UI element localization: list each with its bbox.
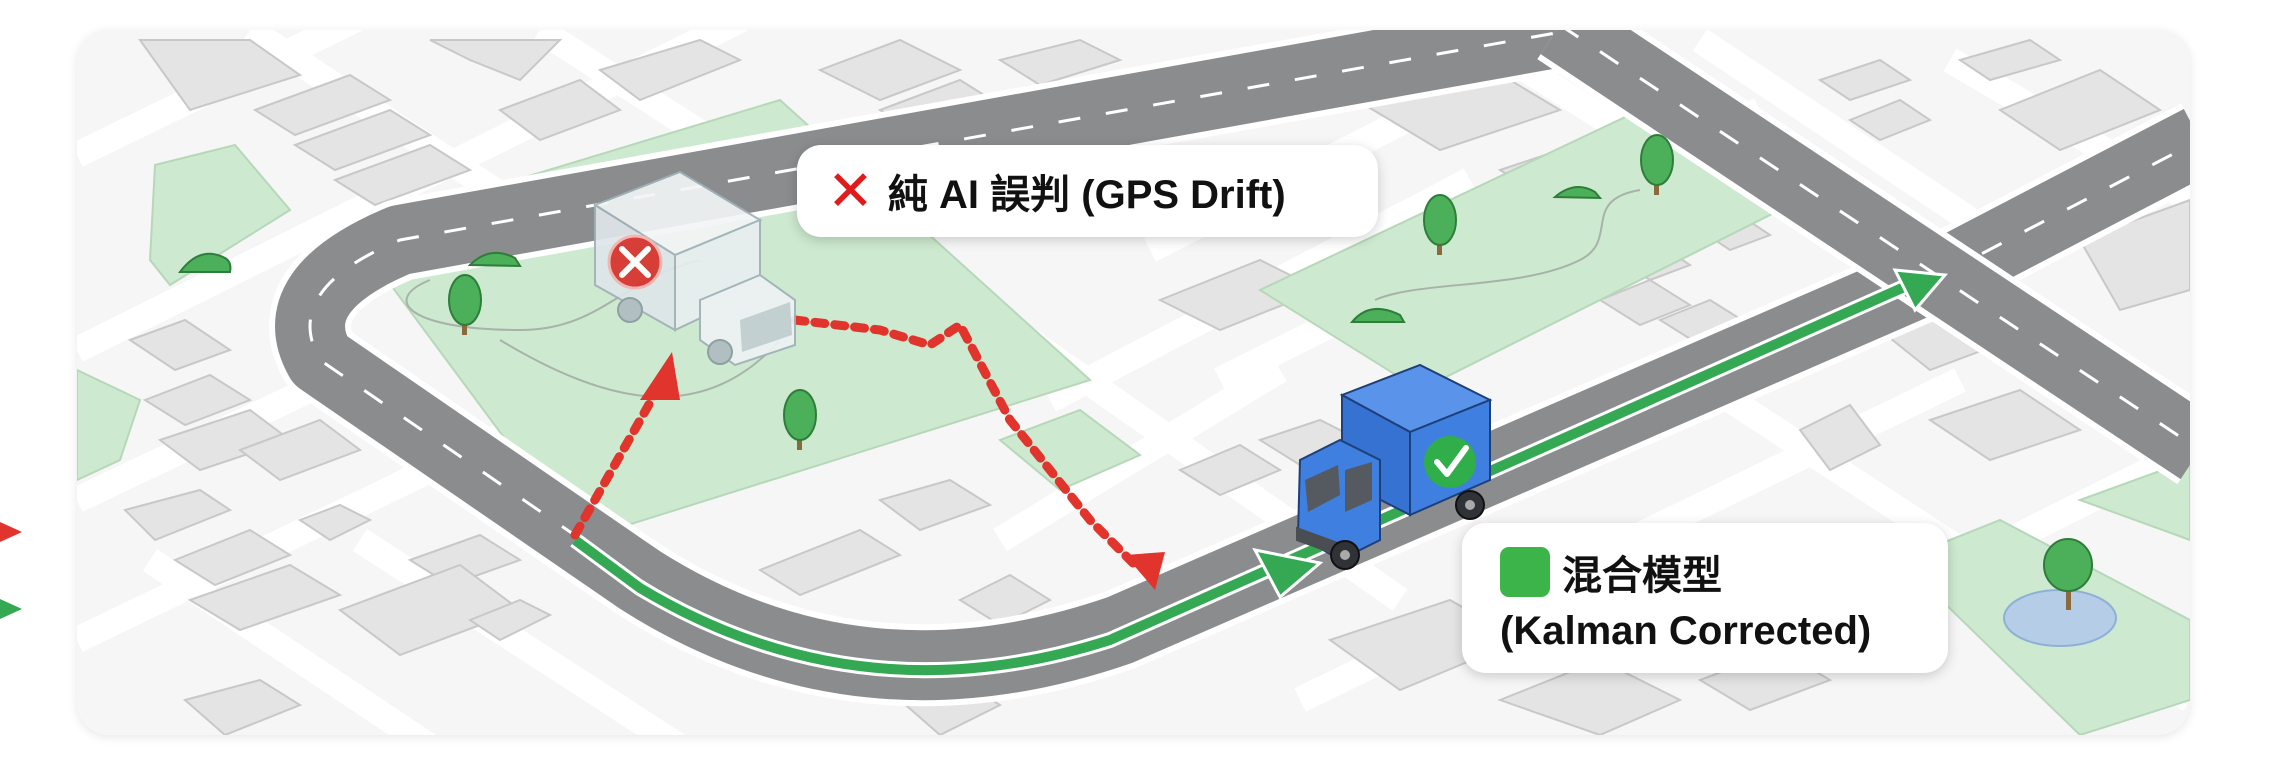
tree-icon: [1423, 194, 1457, 255]
tree-icon: [1640, 134, 1674, 195]
bush-icon: [178, 252, 232, 273]
corrected-path: [570, 268, 1949, 679]
legend-green-arrow-icon: [0, 599, 22, 619]
crossing-road: [1537, 30, 2190, 485]
drift-truck: [592, 170, 796, 367]
tree-icon: [2043, 538, 2093, 610]
red-arrowhead-icon: [640, 352, 680, 400]
drift-label: ✕ 純 AI 誤判 (GPS Drift): [797, 145, 1378, 237]
kalman-label-subtitle: (Kalman Corrected): [1500, 608, 1872, 653]
bush-icon: [1552, 186, 1603, 200]
map-illustration: ✕ 純 AI 誤判 (GPS Drift) 混合模型 (Kalman Corre…: [77, 30, 2190, 735]
kalman-label-title: 混合模型: [1562, 553, 1722, 598]
drift-label-text: 純 AI 誤判 (GPS Drift): [887, 173, 1286, 217]
drift-path: [570, 315, 1145, 575]
pond: [2003, 589, 2117, 647]
cross-mark-icon: ✕: [827, 159, 874, 222]
trees: [178, 134, 2093, 610]
green-arrowhead-icon: [1252, 547, 1324, 600]
bush-icon: [1349, 307, 1406, 323]
red-arrowhead-icon: [1125, 552, 1165, 590]
legend-red-arrow-icon: [0, 522, 22, 542]
tree-icon: [448, 274, 482, 335]
corrected-truck: [1296, 363, 1493, 570]
kalman-label: 混合模型 (Kalman Corrected): [1462, 523, 1948, 673]
green-arrowhead-icon: [1892, 268, 1949, 313]
tree-icon: [783, 389, 817, 450]
check-badge-icon: [1424, 436, 1476, 488]
check-mark-box-icon: [1467, 530, 1550, 597]
bush-icon: [467, 251, 522, 268]
